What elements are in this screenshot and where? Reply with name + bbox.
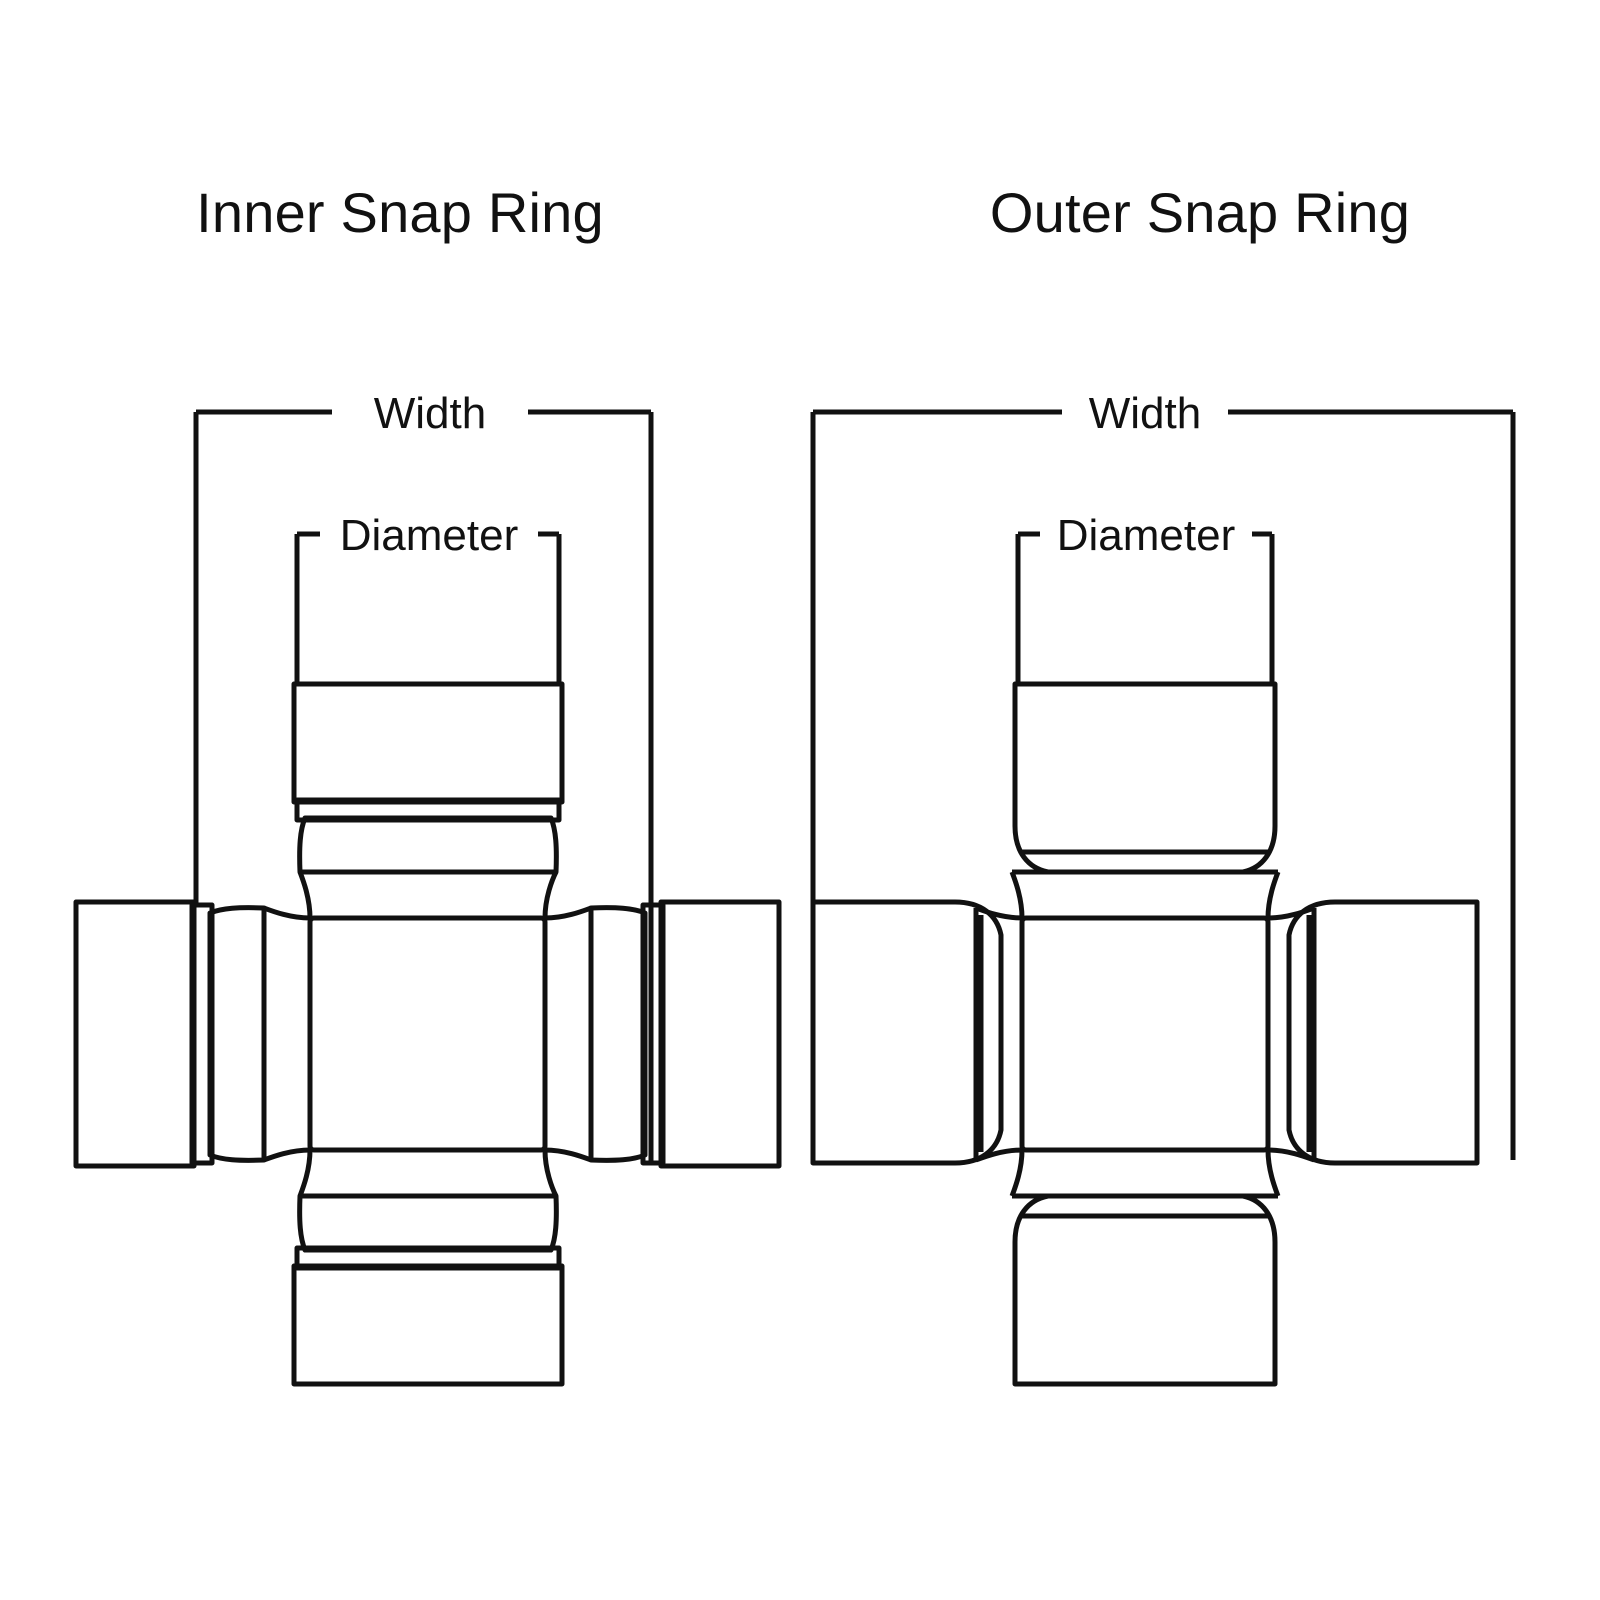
bottom-bearing-cap — [291, 1263, 565, 1387]
top-shoulder-right — [1265, 871, 1281, 919]
left-bearing-cap — [810, 899, 1004, 1166]
bottom-bearing-cap — [1012, 1193, 1278, 1387]
top-bearing-cap — [1012, 681, 1278, 875]
right-shoulder-bottom — [544, 1147, 592, 1163]
outer-snap-ring-panel: Outer Snap Ring — [800, 0, 1600, 1600]
inner-width-label: Width — [374, 389, 486, 438]
center-body — [307, 915, 548, 1153]
top-taper-band — [297, 815, 559, 875]
top-bearing-cap — [291, 681, 565, 805]
bottom-shoulder-right — [1265, 1149, 1281, 1197]
outer-diameter-label: Diameter — [1057, 511, 1236, 560]
right-bearing-cap — [1286, 899, 1480, 1166]
bottom-taper-band — [297, 1193, 559, 1253]
top-shoulder-right — [542, 870, 559, 919]
right-shoulder-top — [544, 905, 592, 921]
outer-width-label: Width — [1089, 389, 1201, 438]
bottom-shoulder-left — [297, 1149, 313, 1197]
bottom-shoulder-left — [1009, 1149, 1025, 1197]
top-shoulder-left — [297, 871, 313, 919]
inner-snap-ring-panel: Inner Snap Ring — [73, 181, 782, 1387]
left-taper-band — [207, 905, 267, 1163]
bottom-shoulder-right — [542, 1149, 559, 1198]
center-body — [1019, 915, 1271, 1153]
inner-diameter-label: Diameter — [340, 511, 519, 560]
left-bearing-cap — [73, 899, 197, 1169]
top-shoulder-left — [1009, 871, 1025, 919]
outer-snap-ring-title: Outer Snap Ring — [989, 181, 1411, 244]
outer-snap-ring-drawing: Width Diameter — [800, 0, 1600, 1600]
inner-snap-ring-drawing: Width Diameter — [73, 389, 782, 1387]
left-shoulder-bottom — [263, 1147, 311, 1163]
inner-snap-ring-title: Inner Snap Ring — [196, 181, 604, 244]
left-shoulder-top — [263, 905, 311, 921]
right-taper-band — [588, 905, 648, 1163]
right-bearing-cap — [658, 899, 782, 1169]
